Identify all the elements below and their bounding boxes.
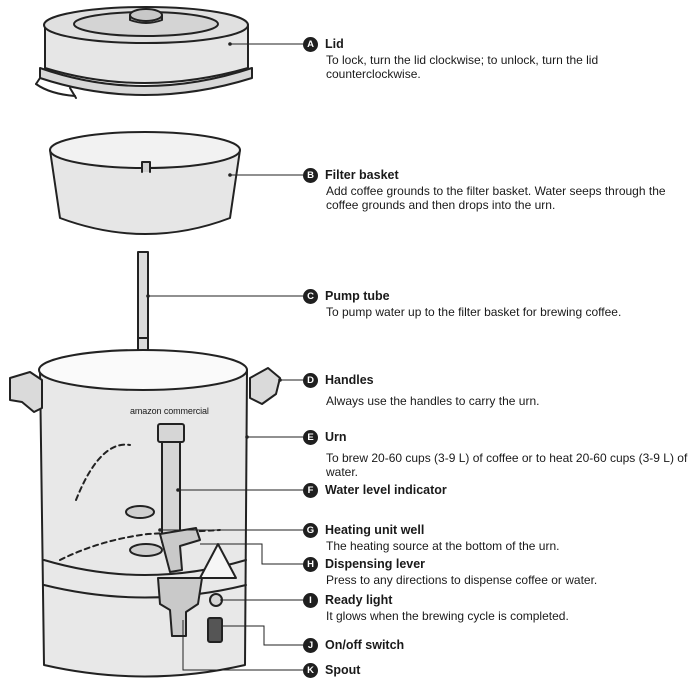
part-name: On/off switch bbox=[325, 638, 405, 652]
badge-icon: E bbox=[303, 429, 318, 445]
on-off-switch-drawing bbox=[207, 617, 223, 643]
leader-dots bbox=[146, 42, 282, 532]
badge-icon: C bbox=[303, 288, 318, 304]
water-level-indicator-drawing bbox=[125, 423, 185, 543]
leader-lines bbox=[148, 43, 303, 671]
callout-heating-unit-well: G Heating unit well The heating source at… bbox=[303, 521, 695, 554]
brand-logo: amazon commercial bbox=[130, 406, 209, 416]
badge-icon: J bbox=[303, 637, 318, 653]
badge-icon: A bbox=[303, 36, 318, 52]
badge-icon: F bbox=[303, 482, 318, 498]
urn-interior-dashed-outline bbox=[59, 443, 221, 561]
part-name: Urn bbox=[325, 430, 347, 444]
badge-icon: K bbox=[303, 662, 318, 678]
badge-icon: H bbox=[303, 556, 318, 572]
lid-drawing bbox=[35, 6, 253, 99]
callout-dispensing-lever: H Dispensing lever Press to any direction… bbox=[303, 555, 695, 588]
callout-urn: E Urn To brew 20-60 cups (3-9 L) of coffe… bbox=[303, 428, 695, 479]
part-description: Add coffee grounds to the filter basket.… bbox=[326, 184, 666, 212]
part-description: The heating source at the bottom of the … bbox=[326, 539, 560, 553]
part-description: To brew 20-60 cups (3-9 L) of coffee or … bbox=[326, 451, 688, 479]
heating-well-drawing bbox=[129, 543, 163, 557]
part-description: To lock, turn the lid clockwise; to unlo… bbox=[326, 53, 599, 81]
callout-filter-basket: B Filter basket Add coffee grounds to the… bbox=[303, 166, 695, 212]
part-name: Dispensing lever bbox=[325, 557, 426, 571]
badge-icon: B bbox=[303, 167, 318, 183]
badge-icon: I bbox=[303, 592, 318, 608]
part-name: Water level indicator bbox=[325, 483, 447, 497]
part-name: Pump tube bbox=[325, 289, 390, 303]
part-description: Always use the handles to carry the urn. bbox=[326, 394, 540, 408]
part-description: Press to any directions to dispense coff… bbox=[326, 573, 598, 587]
callout-handles: D Handles Always use the handles to carry… bbox=[303, 371, 695, 409]
callout-on-off-switch: J On/off switch bbox=[303, 636, 695, 654]
filter-basket-drawing bbox=[49, 131, 241, 235]
badge-icon: G bbox=[303, 522, 318, 538]
callout-lid: A Lid To lock, turn the lid clockwise; to… bbox=[303, 35, 695, 81]
part-name: Heating unit well bbox=[325, 523, 425, 537]
part-name: Filter basket bbox=[325, 168, 399, 182]
callout-water-level-indicator: F Water level indicator bbox=[303, 481, 695, 499]
callout-pump-tube: C Pump tube To pump water up to the filte… bbox=[303, 287, 695, 320]
part-name: Handles bbox=[325, 373, 374, 387]
handles-drawing bbox=[9, 367, 281, 413]
part-description: It glows when the brewing cycle is compl… bbox=[326, 609, 569, 623]
badge-icon: D bbox=[303, 372, 318, 388]
lever-spout-drawing bbox=[157, 527, 203, 637]
part-name: Lid bbox=[325, 37, 344, 51]
callout-spout: K Spout bbox=[303, 661, 695, 679]
part-name: Ready light bbox=[325, 593, 393, 607]
part-name: Spout bbox=[325, 663, 361, 677]
part-description: To pump water up to the filter basket fo… bbox=[326, 305, 622, 319]
warning-label bbox=[199, 543, 237, 579]
callout-ready-light: I Ready light It glows when the brewing c… bbox=[303, 591, 695, 624]
